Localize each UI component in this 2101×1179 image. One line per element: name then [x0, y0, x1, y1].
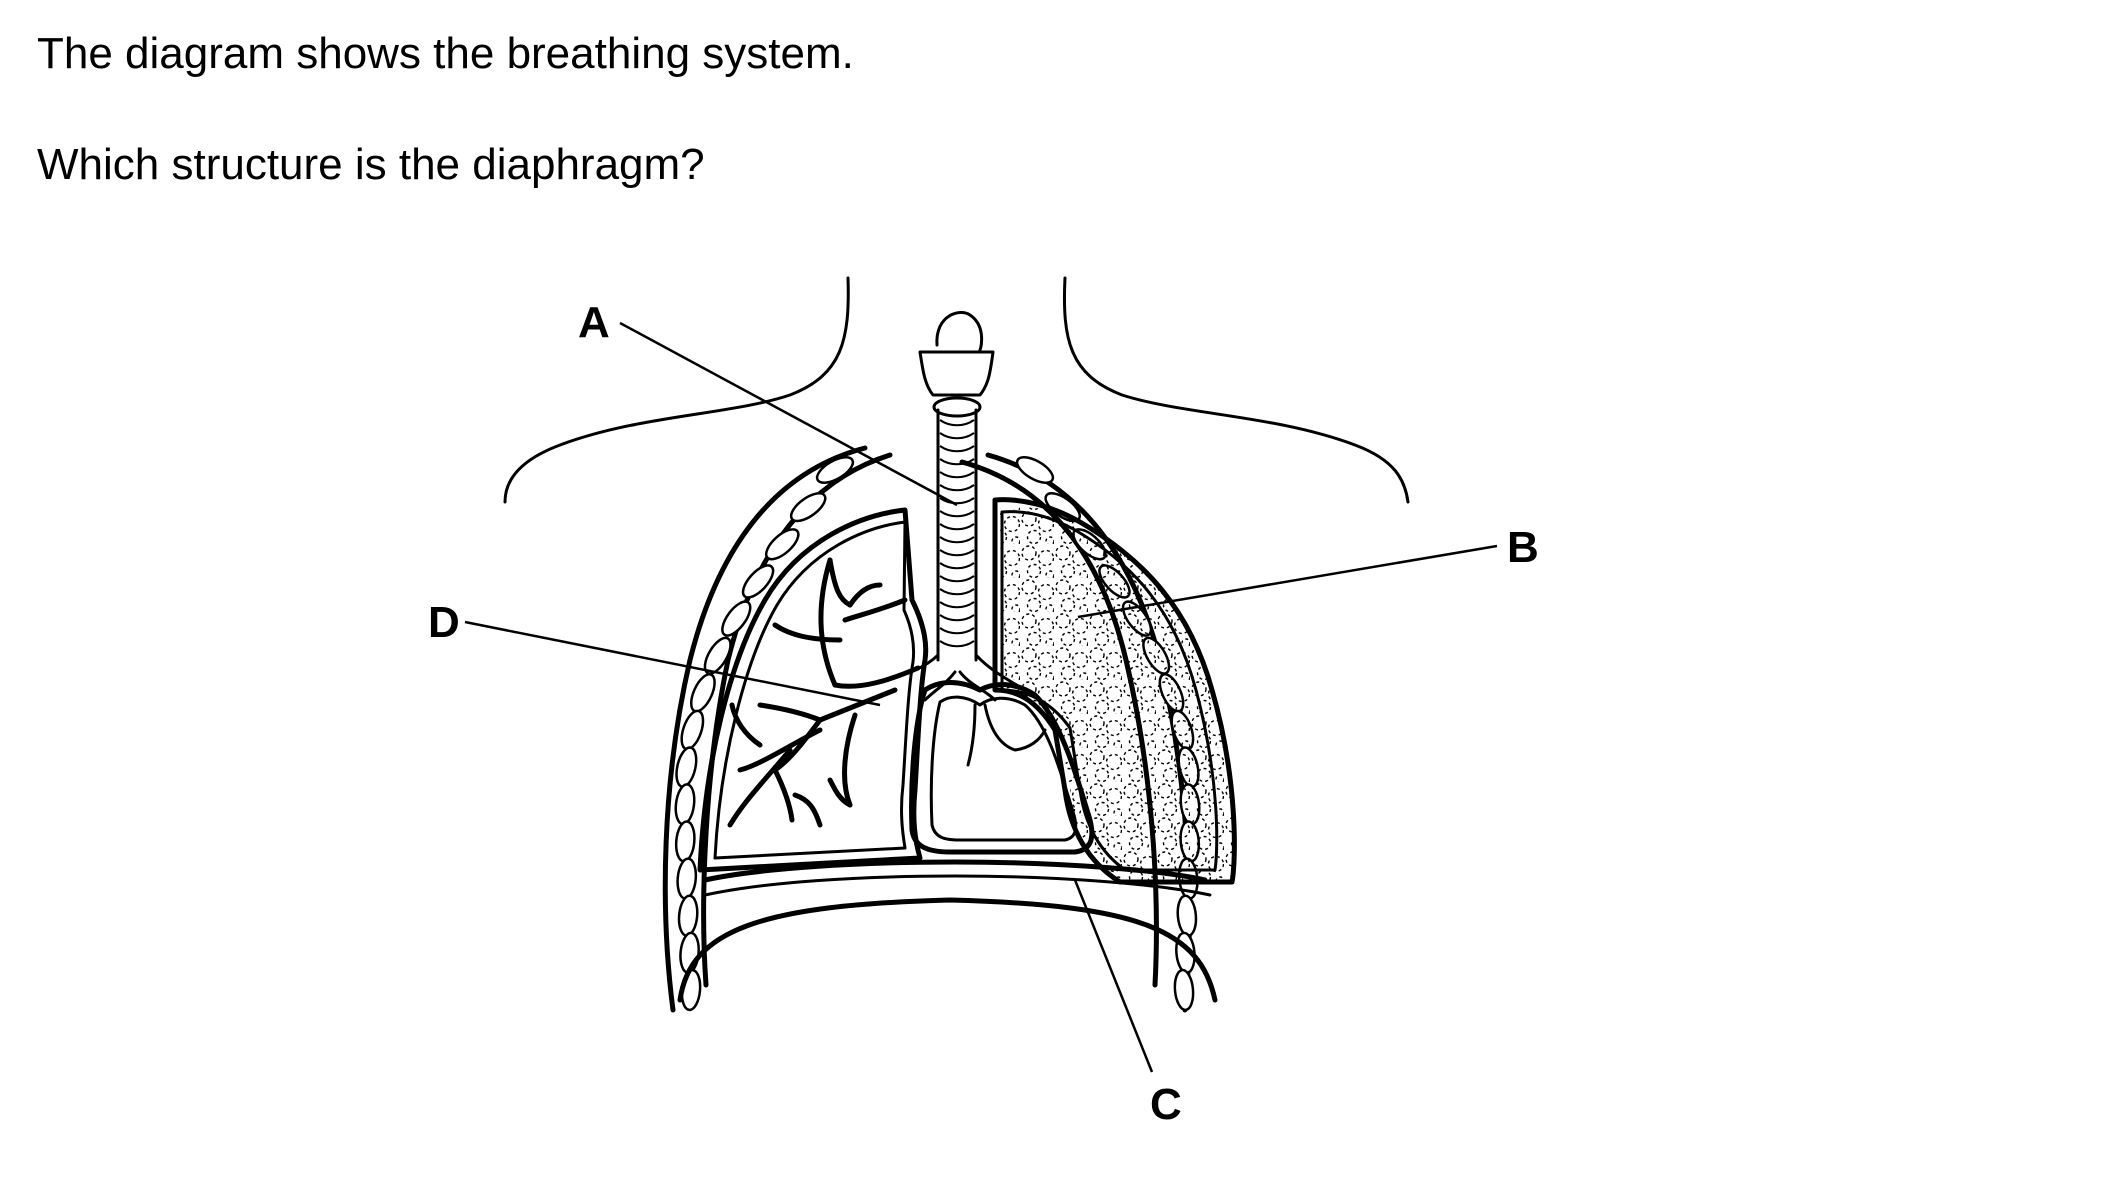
rib-segment — [815, 456, 855, 484]
trachea — [883, 311, 1027, 702]
rib-segment — [674, 783, 696, 826]
label-b: B — [1507, 523, 1539, 572]
trachea-ring — [939, 536, 975, 544]
rib-segment — [789, 492, 827, 523]
trachea-ring — [939, 484, 975, 492]
question-text: Which structure is the diaphragm? — [37, 140, 705, 189]
trachea-ring — [939, 562, 975, 570]
trachea-ring — [939, 588, 975, 596]
neck-shoulder-outline — [503, 276, 1410, 504]
label-c: C — [1150, 1080, 1182, 1129]
trachea-ring — [939, 627, 975, 635]
trachea-ring — [939, 419, 975, 427]
rib-segment — [674, 820, 696, 863]
trachea-ring — [939, 471, 975, 479]
rib-segment — [1015, 456, 1055, 484]
trachea-ring — [939, 523, 975, 531]
diaphragm — [677, 859, 1218, 1003]
rib-segment — [676, 857, 698, 900]
rib-segment — [675, 746, 698, 788]
intro-text: The diagram shows the breathing system. — [37, 29, 854, 78]
rib-segment — [703, 636, 732, 675]
leader-c — [1073, 879, 1154, 1073]
trachea-ring — [939, 432, 975, 440]
trachea-ring — [939, 614, 975, 622]
rib-segment — [721, 600, 752, 637]
heart — [909, 680, 1095, 855]
label-d: D — [428, 598, 460, 647]
trachea-ring — [939, 458, 975, 466]
trachea-ring — [939, 575, 975, 583]
ribs-left — [674, 456, 855, 1012]
bronchial-tree — [727, 557, 921, 828]
rib-segment — [680, 709, 705, 751]
trachea-ring — [939, 445, 975, 453]
leader-b — [1077, 544, 1498, 619]
leader-d — [464, 620, 881, 707]
label-leaders — [464, 321, 1498, 1073]
trachea-ring — [939, 497, 975, 505]
trachea-rings — [939, 419, 975, 648]
rib-segment — [764, 528, 800, 561]
leader-a — [619, 321, 958, 507]
trachea-ring — [939, 549, 975, 557]
rib-segment — [1176, 894, 1198, 937]
trachea-ring — [939, 640, 975, 648]
trachea-ring — [939, 510, 975, 518]
label-a: A — [578, 298, 610, 347]
rib-segment — [1173, 968, 1195, 1012]
rib-segment — [689, 673, 716, 713]
right-lung — [992, 497, 1237, 885]
left-lung — [697, 507, 929, 873]
rib-segment — [741, 564, 775, 599]
trachea-ring — [939, 601, 975, 609]
rib-segment — [677, 894, 699, 937]
